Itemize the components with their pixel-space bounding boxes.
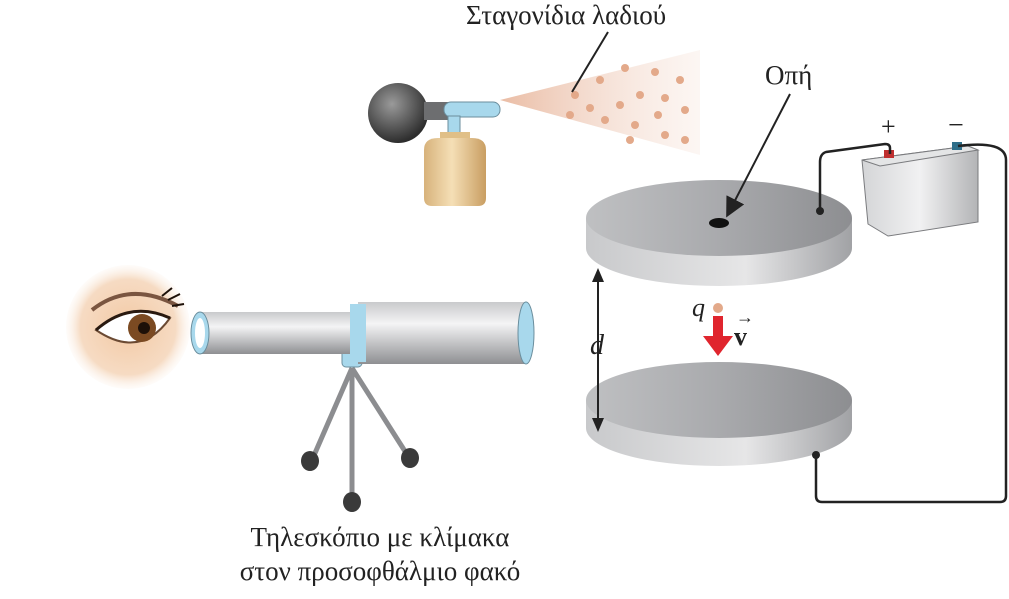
- velocity-arrow: [703, 303, 733, 356]
- distance-label: d: [590, 330, 604, 361]
- telescope-caption-line2: στον προσοφθάλμιο φακό: [239, 556, 521, 586]
- lower-plate: [586, 362, 852, 466]
- hole-label: Οπή: [765, 60, 813, 90]
- telescope-caption-line1: Τηλεσκόπιο με κλίμακα: [250, 522, 510, 552]
- velocity-label: v: [734, 322, 747, 351]
- plus-terminal-label: +: [881, 112, 896, 141]
- charge-label: q: [692, 293, 705, 322]
- oil-droplets-label: Σταγονίδια λαδιού: [466, 0, 667, 30]
- eye-icon: [66, 265, 190, 389]
- upper-plate: [586, 180, 852, 286]
- telescope-icon: [190, 301, 535, 512]
- minus-terminal-label: −: [948, 110, 964, 141]
- circuit-wire: [814, 142, 1008, 504]
- distance-arrow: [592, 268, 604, 432]
- vector-arrow-symbol: →: [736, 307, 754, 327]
- battery-icon: [861, 142, 980, 237]
- atomizer-icon: [368, 50, 700, 206]
- telescope-caption: Τηλεσκόπιο με κλίμακα στον προσοφθάλμιο …: [140, 520, 620, 588]
